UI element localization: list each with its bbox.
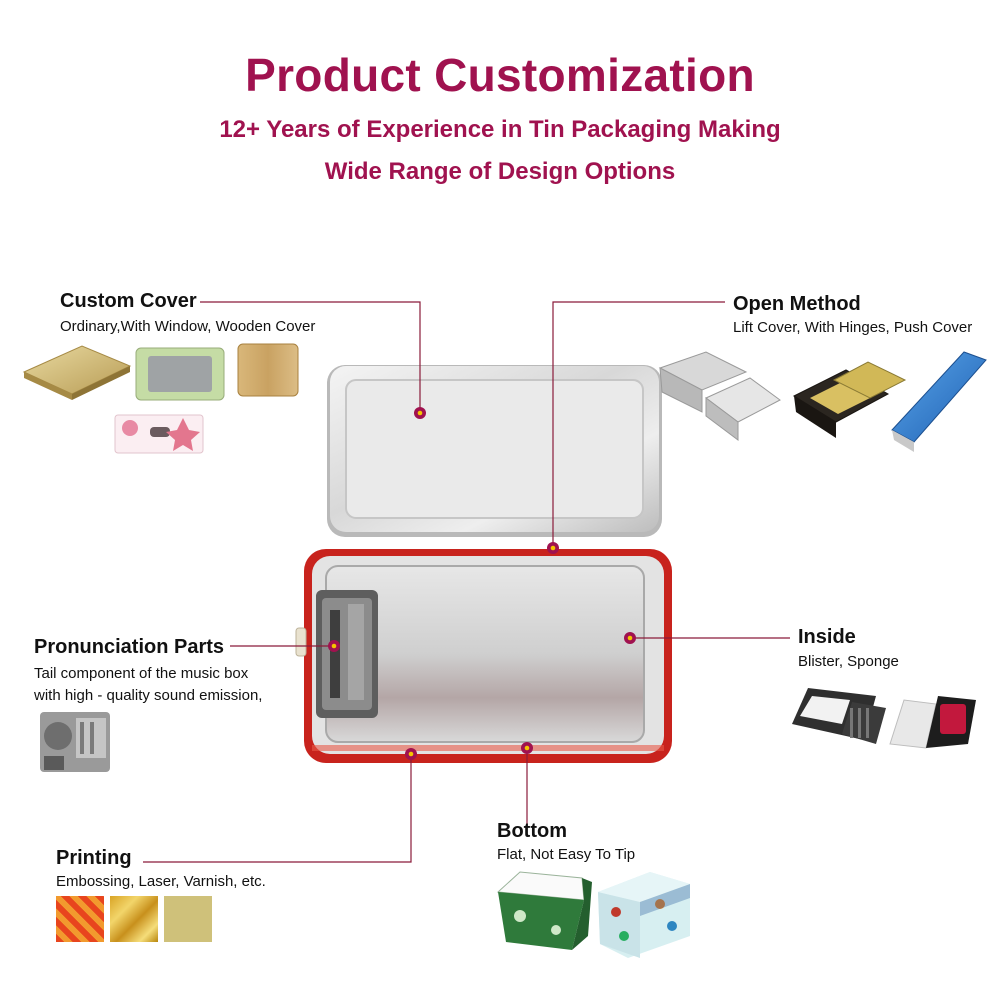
pronunciation-parts-desc-line1: Tail component of the music box bbox=[34, 665, 249, 682]
leader-lines bbox=[143, 301, 790, 863]
custom-cover-desc: Ordinary,With Window, Wooden Cover bbox=[60, 318, 316, 335]
page-subtitle-experience: 12+ Years of Experience in Tin Packaging… bbox=[219, 116, 781, 143]
cover-thumbnails bbox=[22, 343, 299, 454]
tin-lid bbox=[327, 365, 662, 537]
page-subtitle-options: Wide Range of Design Options bbox=[324, 158, 676, 185]
open-method-desc: Lift Cover, With Hinges, Push Cover bbox=[733, 319, 973, 336]
open-method-title: Open Method bbox=[733, 293, 861, 315]
varnish-swatch bbox=[164, 896, 212, 942]
printing-desc: Embossing, Laser, Varnish, etc. bbox=[56, 873, 266, 890]
laser-swatch bbox=[110, 896, 158, 942]
pronunciation-parts-desc-line2: with high - quality sound emission, bbox=[34, 687, 263, 704]
open-method-thumbnails bbox=[658, 351, 987, 452]
bottom-thumbnails bbox=[496, 871, 690, 958]
page-title: Product Customization bbox=[245, 49, 755, 101]
custom-cover-title: Custom Cover bbox=[60, 290, 197, 312]
markers bbox=[328, 407, 636, 760]
inside-desc: Blister, Sponge bbox=[798, 653, 899, 670]
tin-base bbox=[295, 549, 672, 763]
inside-thumbnails bbox=[792, 688, 976, 749]
embossing-swatch bbox=[56, 896, 104, 942]
bottom-desc: Flat, Not Easy To Tip bbox=[497, 846, 636, 863]
pronunciation-parts-title: Pronunciation Parts bbox=[34, 636, 225, 658]
music-box-mechanism-thumbnail bbox=[40, 712, 110, 772]
printing-title: Printing bbox=[56, 847, 132, 869]
inside-title: Inside bbox=[798, 626, 856, 648]
bottom-title: Bottom bbox=[497, 820, 567, 842]
